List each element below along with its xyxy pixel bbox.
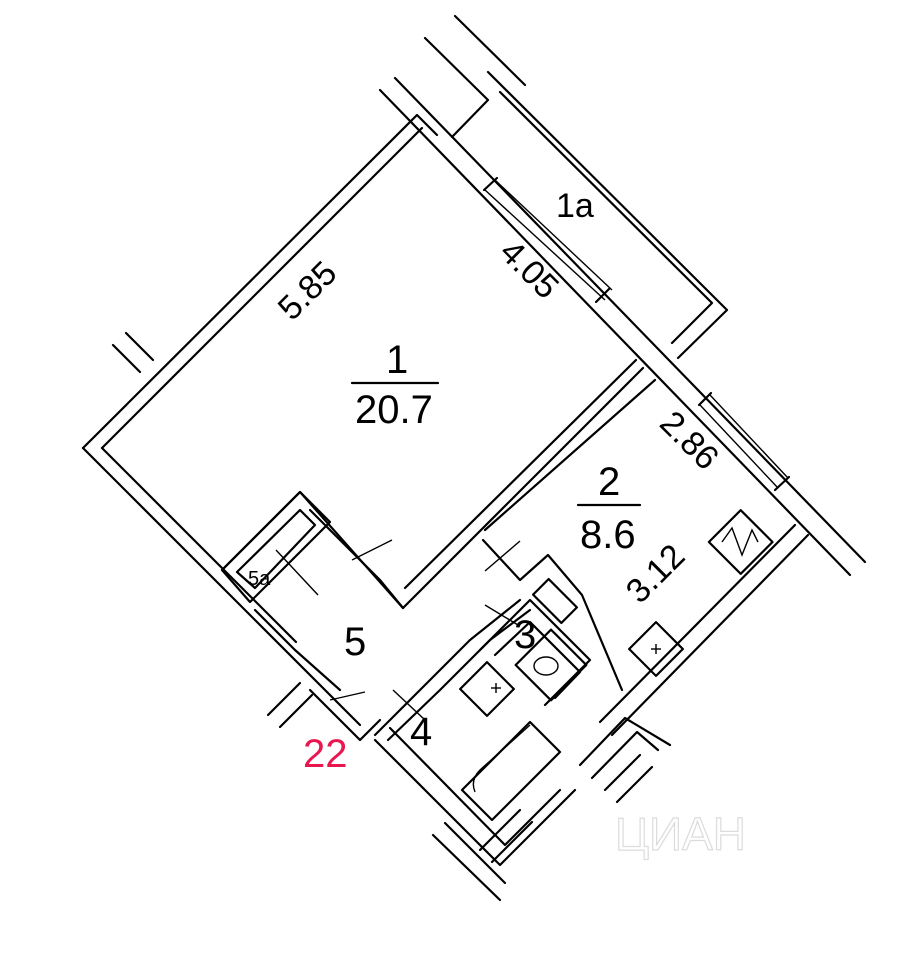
door-marks [275, 539, 521, 721]
dimension-living-length: 5.85 [271, 254, 345, 328]
stove-burner-icon [721, 526, 759, 557]
toilet-icon [514, 628, 588, 702]
room-number-living: 1 [386, 338, 408, 382]
outer-walls [81, 76, 867, 729]
room-number-closet: 5а [248, 568, 271, 590]
stove-icon [707, 509, 774, 575]
dimension-kitchen-width: 2.86 [652, 404, 726, 478]
interior-walls [220, 358, 810, 902]
labels: 1а 1 20.7 2 8.6 3 4 5 5а 5.85 4.05 2.86 … [248, 187, 726, 776]
bathtub-icon [460, 720, 562, 822]
room-number-balcony: 1а [556, 187, 594, 225]
room-area-kitchen: 8.6 [580, 513, 636, 557]
room-number-bath: 4 [410, 710, 432, 754]
room-number-kitchen: 2 [598, 460, 620, 504]
room-number-hall: 5 [344, 620, 366, 664]
room-area-living: 20.7 [355, 388, 433, 432]
room-number-toilet: 3 [514, 613, 536, 657]
washbasin-icon [459, 661, 515, 717]
apartment-number: 22 [303, 732, 348, 776]
watermark-text: ЦИАН [615, 808, 746, 860]
sink-icon [628, 621, 684, 677]
balcony [423, 14, 729, 360]
fixtures [459, 509, 774, 822]
